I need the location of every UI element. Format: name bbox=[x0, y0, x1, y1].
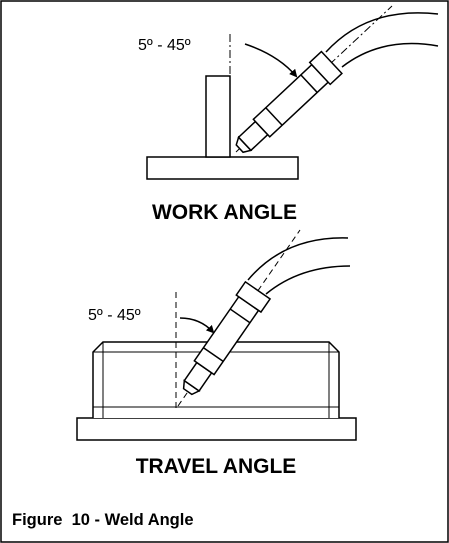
travel-angle-illustration: 5º - 45º bbox=[76, 229, 357, 441]
work-torch-collar bbox=[308, 50, 343, 86]
travel-angle-range-label: 5º - 45º bbox=[88, 307, 141, 324]
work-angle-title: WORK ANGLE bbox=[152, 201, 297, 224]
travel-torch-cable-upper bbox=[247, 237, 349, 281]
work-base-plate bbox=[146, 156, 299, 180]
work-angle-arc-arrow bbox=[244, 43, 298, 78]
work-angle-range-label: 5º - 45º bbox=[138, 37, 191, 54]
work-torch-cable-upper bbox=[325, 12, 439, 53]
travel-base-plate bbox=[76, 417, 357, 441]
figure-caption: Figure 10 - Weld Angle bbox=[12, 511, 194, 529]
travel-torch-collar bbox=[235, 280, 272, 314]
travel-angle-title: TRAVEL ANGLE bbox=[136, 455, 297, 478]
travel-angle-arc-arrow bbox=[179, 317, 215, 334]
work-torch-handle bbox=[252, 63, 330, 138]
work-torch bbox=[235, 50, 343, 154]
work-vertical-plate bbox=[205, 75, 231, 158]
work-torch-cable-lower bbox=[341, 42, 439, 68]
travel-torch bbox=[182, 280, 272, 396]
travel-torch-cable-lower bbox=[265, 265, 351, 295]
work-angle-illustration: 5º - 45º bbox=[138, 5, 439, 180]
